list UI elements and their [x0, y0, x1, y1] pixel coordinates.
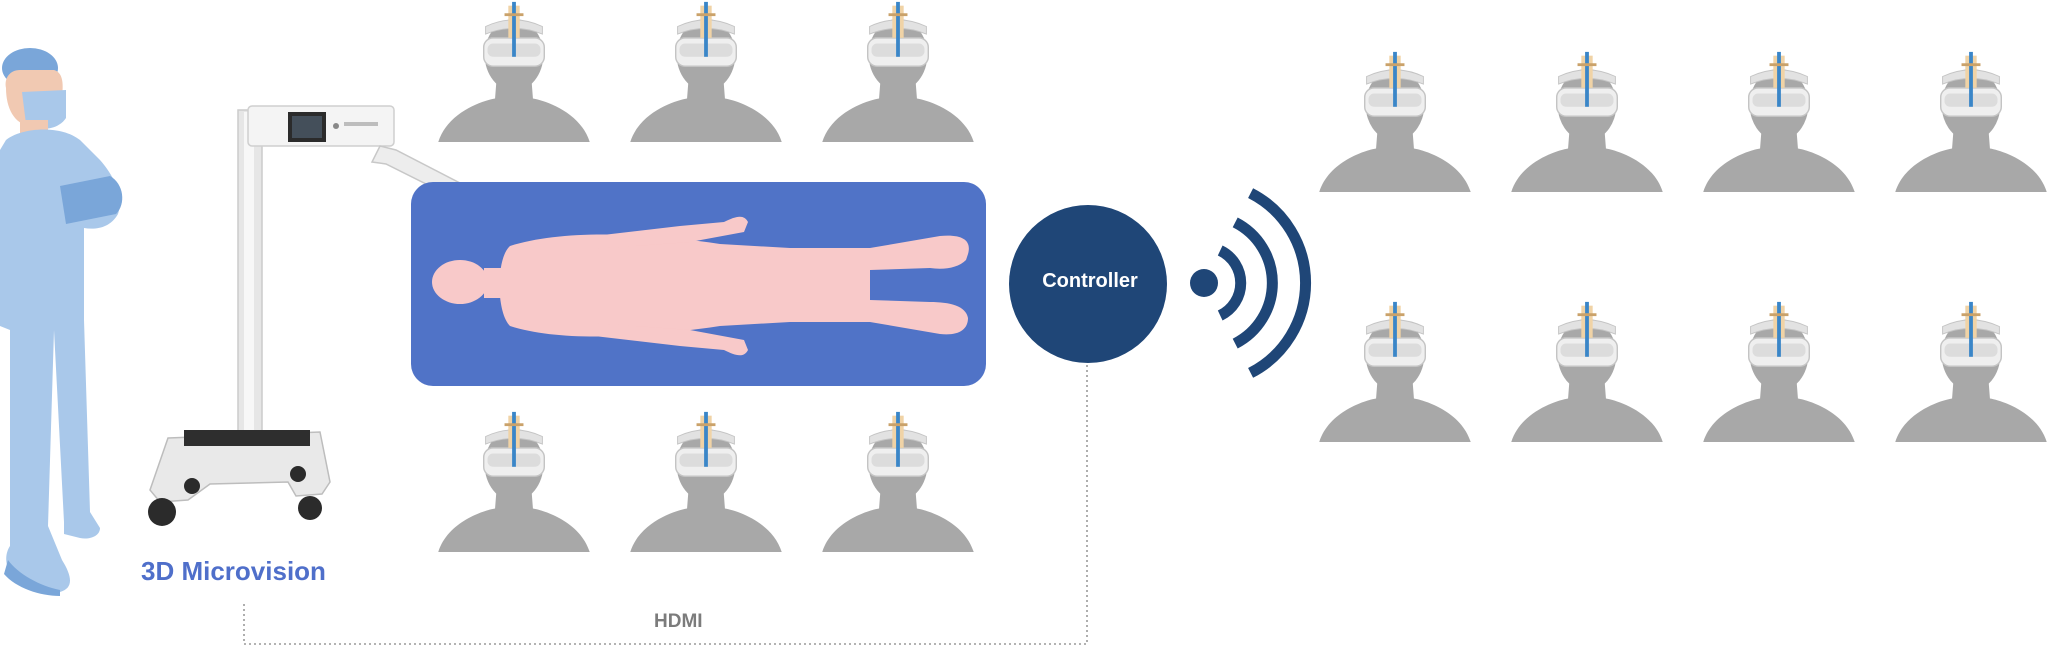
- remote-viewer-14: [1894, 301, 2048, 442]
- near-viewer-1: [437, 1, 591, 142]
- remote-viewer-10: [1894, 51, 2048, 192]
- remote-viewer-7: [1318, 51, 1472, 192]
- near-viewer-5: [629, 411, 783, 552]
- hdmi-label: HDMI: [654, 611, 703, 632]
- controller-label: Controller: [1042, 270, 1138, 292]
- near-viewer-3: [821, 1, 975, 142]
- device-label: 3D Microvision: [141, 556, 326, 586]
- remote-viewer-8: [1510, 51, 1664, 192]
- wireless-signal-icon: [1190, 188, 1311, 378]
- remote-viewer-9: [1702, 51, 1856, 192]
- controller-node: [1009, 205, 1167, 363]
- surgeon-figure: [0, 48, 123, 596]
- remote-viewer-13: [1702, 301, 1856, 442]
- hdmi-connection-line: [243, 362, 1088, 645]
- patient-table: [411, 182, 986, 386]
- remote-viewer-12: [1510, 301, 1664, 442]
- patient-silhouette: [432, 216, 969, 356]
- near-viewer-4: [437, 411, 591, 552]
- near-viewer-6: [821, 411, 975, 552]
- remote-viewer-11: [1318, 301, 1472, 442]
- near-viewer-2: [629, 1, 783, 142]
